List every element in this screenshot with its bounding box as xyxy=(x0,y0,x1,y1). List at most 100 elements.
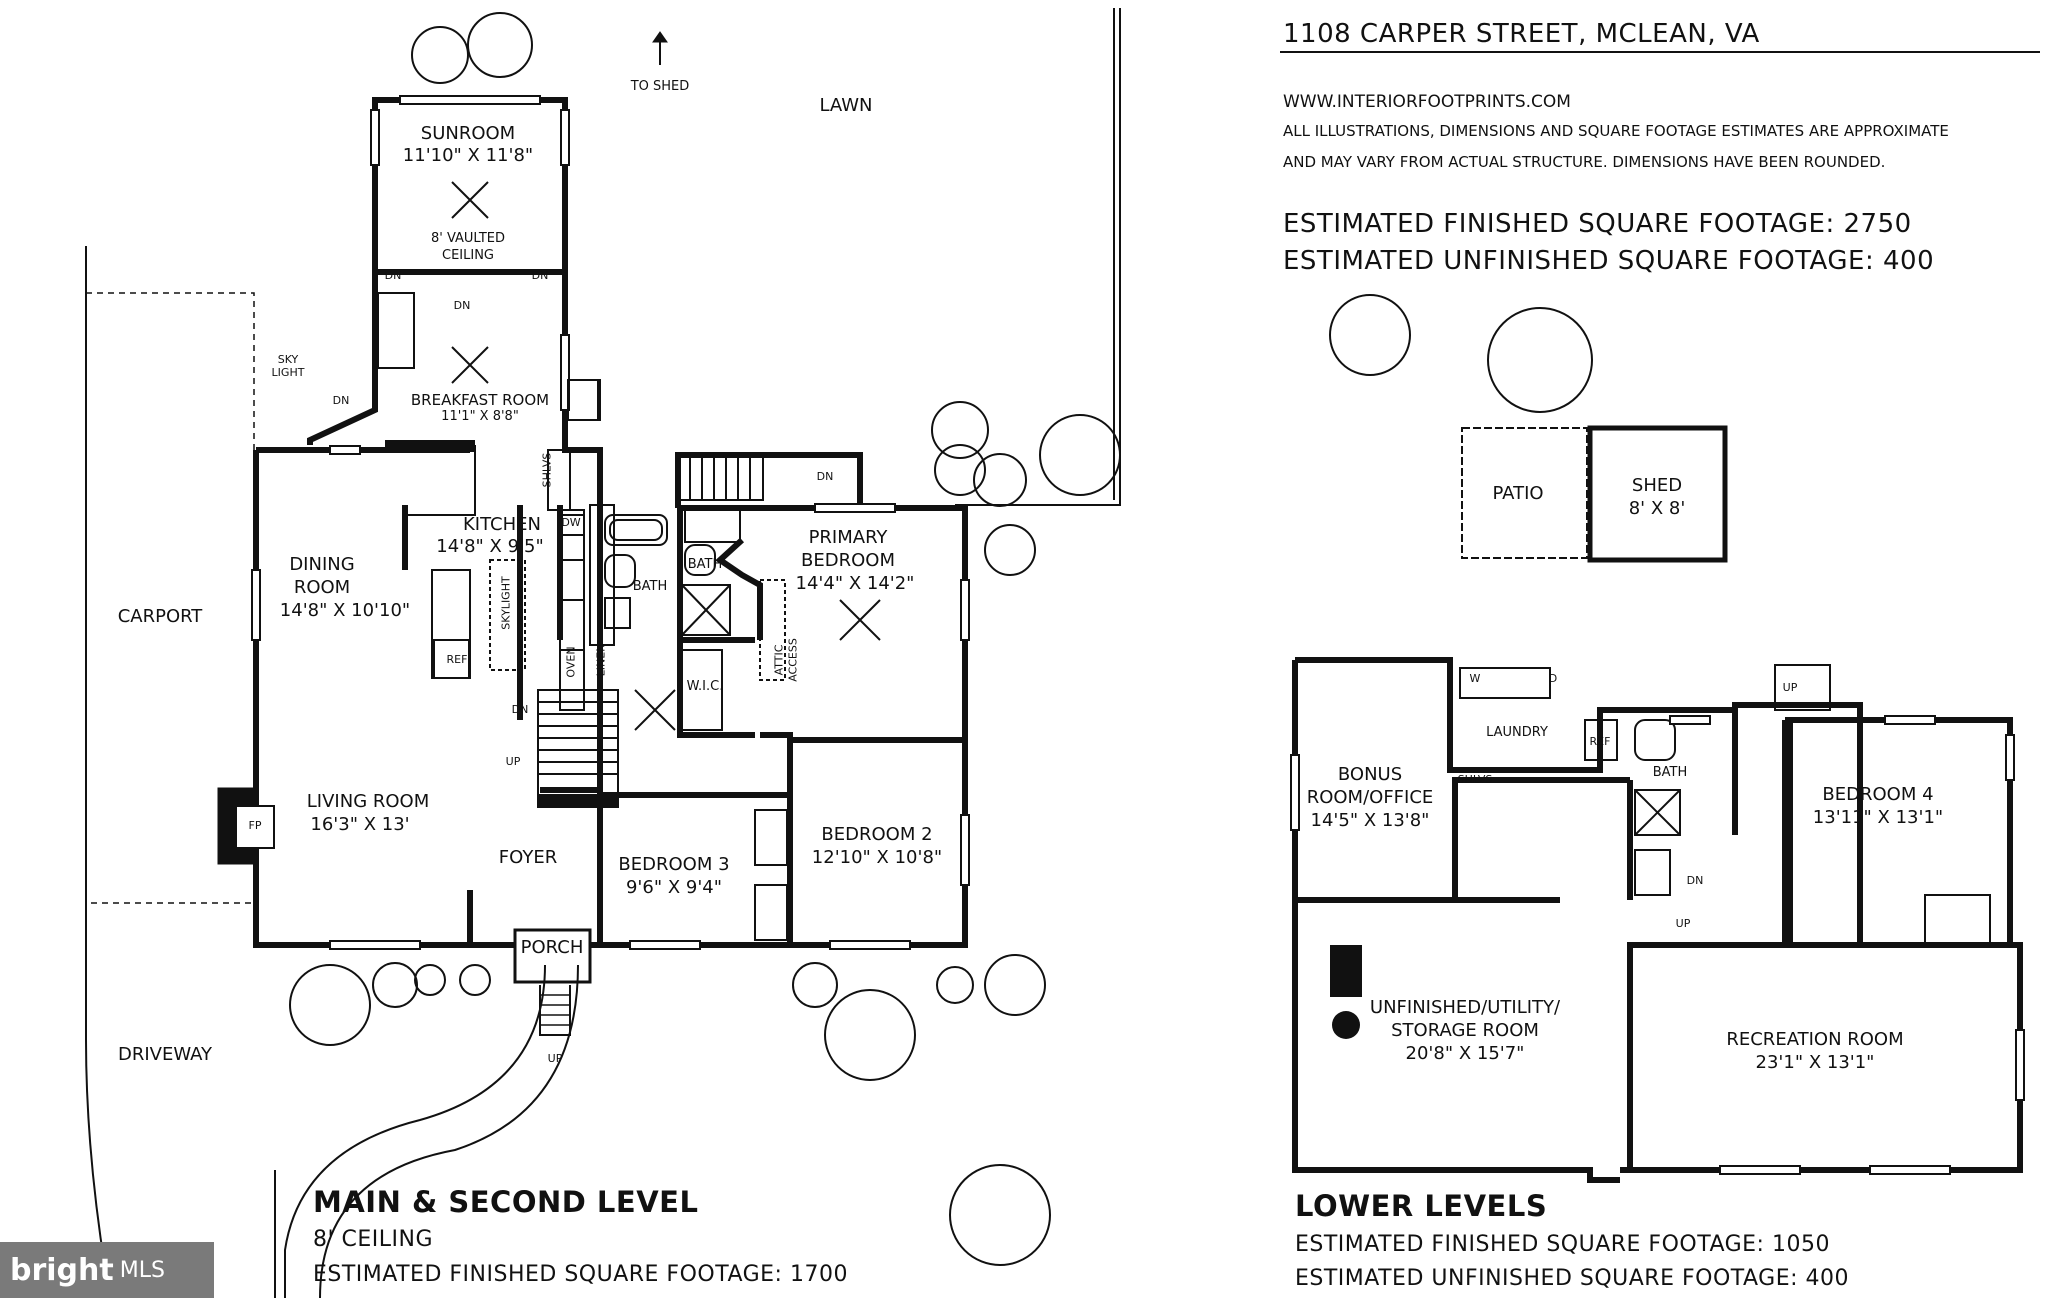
patio-label: PATIO xyxy=(1492,483,1544,504)
recreation-name: RECREATION ROOM xyxy=(1726,1029,1904,1050)
carport-label: CARPORT xyxy=(117,606,203,627)
recreation-dims: 23'1" X 13'1" xyxy=(1755,1052,1875,1073)
patio-outline xyxy=(1461,427,1588,559)
main-level-finished: ESTIMATED FINISHED SQUARE FOOTAGE: 1700 xyxy=(313,1262,848,1287)
shed-label: SHED xyxy=(1631,475,1683,496)
dn-label-sunroom-right: DN xyxy=(531,269,549,282)
lower-dn-label: DN xyxy=(1686,874,1704,887)
up-label-porch: UP xyxy=(547,1052,563,1065)
access-label: ACCESS xyxy=(786,638,800,682)
attic-label: ATTIC xyxy=(772,644,786,676)
kitchen-name: KITCHEN xyxy=(463,514,541,535)
wic-label: W.I.C. xyxy=(686,679,724,694)
dn-label-hall: DN xyxy=(816,470,834,483)
lower-fixtures xyxy=(1459,664,1991,946)
water-heater xyxy=(1332,1011,1360,1039)
dining-dims: 14'8" X 10'10" xyxy=(279,600,411,621)
living-dims: 16'3" X 13' xyxy=(310,814,410,835)
fp-label: FP xyxy=(248,819,262,832)
shed-dims: 8' X 8' xyxy=(1628,498,1686,519)
bedroom4-name: BEDROOM 4 xyxy=(1822,784,1934,805)
kitchen-dims: 14'8" X 9'5" xyxy=(436,536,544,557)
skylight-label: SKYLIGHT xyxy=(499,576,513,630)
property-line xyxy=(955,8,1121,506)
washer-label: W xyxy=(1469,672,1481,685)
shed-outline xyxy=(1587,425,1728,563)
bedroom3-name: BEDROOM 3 xyxy=(618,854,730,875)
website: WWW.INTERIORFOOTPRINTS.COM xyxy=(1283,92,1571,112)
to-shed-label: TO SHED xyxy=(630,79,690,94)
disclaimer-line-2: AND MAY VARY FROM ACTUAL STRUCTURE. DIME… xyxy=(1283,153,1886,171)
bedroom2-name: BEDROOM 2 xyxy=(821,824,933,845)
lower-level-walls xyxy=(1292,657,2023,1183)
sunroom-name: SUNROOM xyxy=(420,123,516,144)
walkway-outline xyxy=(284,964,546,1298)
porch-name: PORCH xyxy=(520,937,584,958)
sky-label: SKY xyxy=(277,353,299,366)
sunroom-note-2: CEILING xyxy=(442,248,494,263)
primary-name: PRIMARY xyxy=(808,527,888,548)
laundry-name: LAUNDRY xyxy=(1486,725,1548,740)
breakfast-dims: 11'1" X 8'8" xyxy=(441,409,519,424)
lower-up-label: UP xyxy=(1782,681,1798,694)
bedroom4-dims: 13'11" X 13'1" xyxy=(1812,807,1944,828)
address-heading: 1108 CARPER STREET, MCLEAN, VA xyxy=(1283,19,1760,49)
oven-label: OVEN xyxy=(564,646,578,678)
foyer-name: FOYER xyxy=(498,847,558,868)
linen-label: LINEN xyxy=(594,643,608,677)
bedroom2-dims: 12'10" X 10'8" xyxy=(811,847,943,868)
watermark-suffix: MLS xyxy=(119,1257,165,1283)
bonus-dims: 14'5" X 13'8" xyxy=(1310,810,1430,831)
shlvs-label: SHLVS xyxy=(540,452,554,488)
utility-name-2: STORAGE ROOM xyxy=(1391,1020,1539,1041)
dryer-label: D xyxy=(1548,672,1558,685)
primary-name-2: BEDROOM xyxy=(801,550,895,571)
lower-ref-label: REF xyxy=(1589,735,1611,748)
disclaimer-line-1: ALL ILLUSTRATIONS, DIMENSIONS AND SQUARE… xyxy=(1283,122,1949,140)
primary-dims: 14'4" X 14'2" xyxy=(795,573,915,594)
living-name: LIVING ROOM xyxy=(306,791,430,812)
main-level-ceiling: 8' CEILING xyxy=(313,1227,434,1252)
breakfast-name: BREAKFAST ROOM xyxy=(410,391,550,409)
total-unfinished-sqft: ESTIMATED UNFINISHED SQUARE FOOTAGE: 400 xyxy=(1283,246,1935,276)
lower-shlvs-label: SHLVS xyxy=(1457,773,1493,786)
sunroom-dims: 11'10" X 11'8" xyxy=(402,145,534,166)
driveway-label: DRIVEWAY xyxy=(117,1044,213,1065)
bonus-name-2: ROOM/OFFICE xyxy=(1306,787,1434,808)
bath-label-2: BATH xyxy=(687,557,723,572)
lower-up-label-2: UP xyxy=(1675,917,1691,930)
lower-level-finished: ESTIMATED FINISHED SQUARE FOOTAGE: 1050 xyxy=(1295,1232,1830,1257)
dn-label-carport: DN xyxy=(332,394,350,407)
trees xyxy=(289,12,1593,1266)
total-finished-sqft: ESTIMATED FINISHED SQUARE FOOTAGE: 2750 xyxy=(1283,209,1912,239)
dn-label-breakfast: DN xyxy=(453,299,471,312)
ref-label: REF xyxy=(446,653,468,666)
closets xyxy=(377,292,788,941)
main-stairs xyxy=(537,454,764,808)
dn-label-stair: DN xyxy=(511,703,529,716)
utility-dims: 20'8" X 15'7" xyxy=(1405,1043,1525,1064)
watermark-brand: bright xyxy=(10,1252,114,1288)
furnace xyxy=(1330,945,1362,997)
dn-label-sunroom-left: DN xyxy=(384,269,402,282)
lower-level-title: LOWER LEVELS xyxy=(1295,1189,1548,1223)
porch-outline xyxy=(513,928,592,984)
dining-name-2: ROOM xyxy=(293,577,351,598)
windows xyxy=(251,95,970,950)
lower-bath-name: BATH xyxy=(1652,765,1688,780)
lawn-label: LAWN xyxy=(819,95,873,116)
bath-label-1: BATH xyxy=(632,579,668,594)
kitchen-counters xyxy=(404,379,615,711)
dining-name: DINING xyxy=(289,554,355,575)
ceiling-fans xyxy=(451,181,881,731)
wall-black-fill xyxy=(385,440,475,452)
light-label: LIGHT xyxy=(271,366,305,379)
sunroom-note: 8' VAULTED xyxy=(430,231,506,246)
dw-label: DW xyxy=(561,516,581,529)
driveway-outline xyxy=(85,246,111,1298)
mls-watermark: bright MLS xyxy=(0,1242,214,1298)
up-label-stair: UP xyxy=(505,755,521,768)
bedroom3-dims: 9'6" X 9'4" xyxy=(625,877,723,898)
utility-name: UNFINISHED/UTILITY/ xyxy=(1369,997,1561,1018)
